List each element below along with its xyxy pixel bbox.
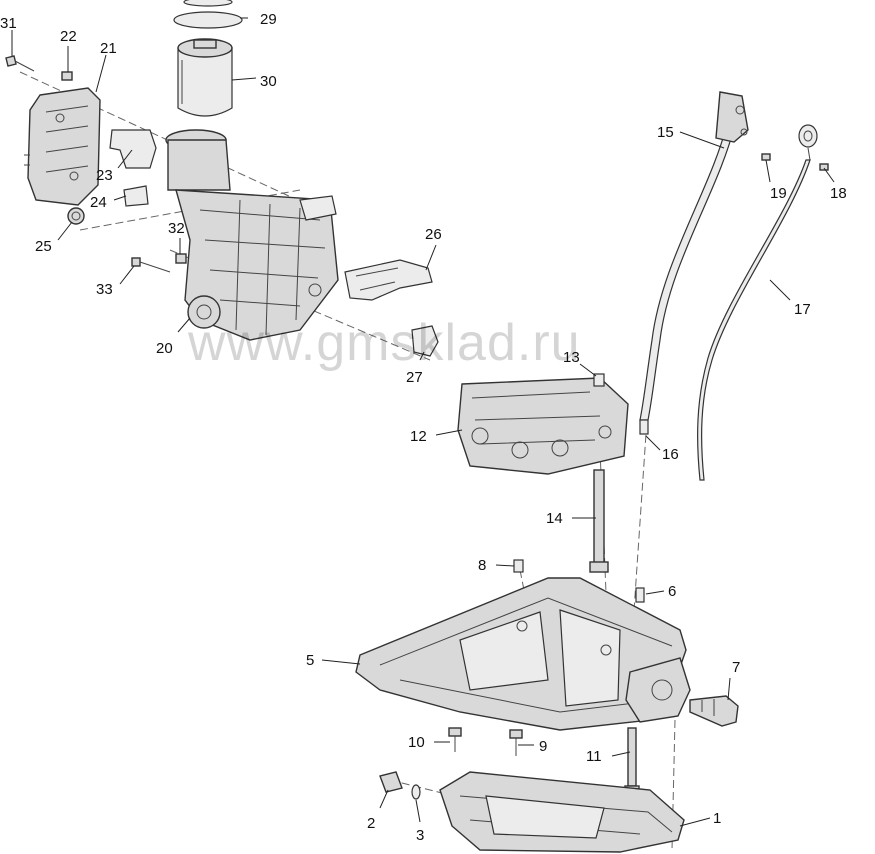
sensor-25 <box>67 207 85 225</box>
callout-22: 22 <box>60 28 77 45</box>
callout-31: 31 <box>0 15 17 32</box>
dipstick-tube <box>639 91 749 435</box>
bolt-11 <box>624 727 640 795</box>
callout-6: 6 <box>668 583 676 600</box>
clip-18 <box>819 163 829 171</box>
bolt-31 <box>5 55 35 72</box>
lower-oil-pan-1 <box>439 771 685 853</box>
leader-lines <box>11 17 835 827</box>
callout-15: 15 <box>657 124 674 141</box>
bolt-32 <box>175 253 187 264</box>
callout-14: 14 <box>546 510 563 527</box>
plug-7 <box>689 695 739 727</box>
callout-20: 20 <box>156 340 173 357</box>
callout-13: 13 <box>563 349 580 366</box>
bolt-33 <box>131 257 171 273</box>
callout-2: 2 <box>367 815 375 832</box>
callout-1: 1 <box>713 810 721 827</box>
dowel-13 <box>593 373 605 387</box>
callout-9: 9 <box>539 738 547 755</box>
oil-filter-30 <box>177 38 233 117</box>
callout-7: 7 <box>732 659 740 676</box>
callout-12: 12 <box>410 428 427 445</box>
bolt-9 <box>509 729 523 756</box>
filter-adapter-20 <box>165 129 339 341</box>
callout-19: 19 <box>770 185 787 202</box>
oil-filler-housing <box>625 657 691 723</box>
plug-8 <box>513 559 524 573</box>
callout-23: 23 <box>96 167 113 184</box>
callout-5: 5 <box>306 652 314 669</box>
callout-33: 33 <box>96 281 113 298</box>
callout-labels: 1 2 3 5 6 7 8 9 10 11 12 13 14 15 16 17 … <box>0 11 847 844</box>
gasket-23 <box>109 129 157 169</box>
bolt-14 <box>589 469 609 573</box>
oil-cooler <box>24 87 101 206</box>
bolt-19 <box>761 153 771 161</box>
module-12 <box>457 377 629 475</box>
callout-21: 21 <box>100 40 117 57</box>
dowel-6 <box>635 587 645 603</box>
callout-26: 26 <box>425 226 442 243</box>
callout-30: 30 <box>260 73 277 90</box>
callout-32: 32 <box>168 220 185 237</box>
callout-11: 11 <box>586 748 602 765</box>
callout-25: 25 <box>35 238 52 255</box>
watermark: www.gmsklad.ru <box>187 314 581 372</box>
seal-24 <box>123 185 149 207</box>
callout-16: 16 <box>662 446 679 463</box>
bolt-10 <box>448 727 462 752</box>
gasket-26 <box>344 259 433 301</box>
upper-oil-pan-5 <box>355 577 687 731</box>
callout-27: 27 <box>406 369 423 386</box>
callout-8: 8 <box>478 557 486 574</box>
o-ring-29 <box>173 0 243 29</box>
callout-24: 24 <box>90 194 107 211</box>
washer-3 <box>411 784 421 800</box>
callout-10: 10 <box>408 734 425 751</box>
seal-27 <box>411 325 439 357</box>
callout-18: 18 <box>830 185 847 202</box>
drain-plug-2 <box>379 771 403 793</box>
callout-3: 3 <box>416 827 424 844</box>
bolt-22 <box>61 71 73 81</box>
dipstick-17 <box>697 124 818 481</box>
callout-29: 29 <box>260 11 277 28</box>
callout-17: 17 <box>794 301 811 318</box>
